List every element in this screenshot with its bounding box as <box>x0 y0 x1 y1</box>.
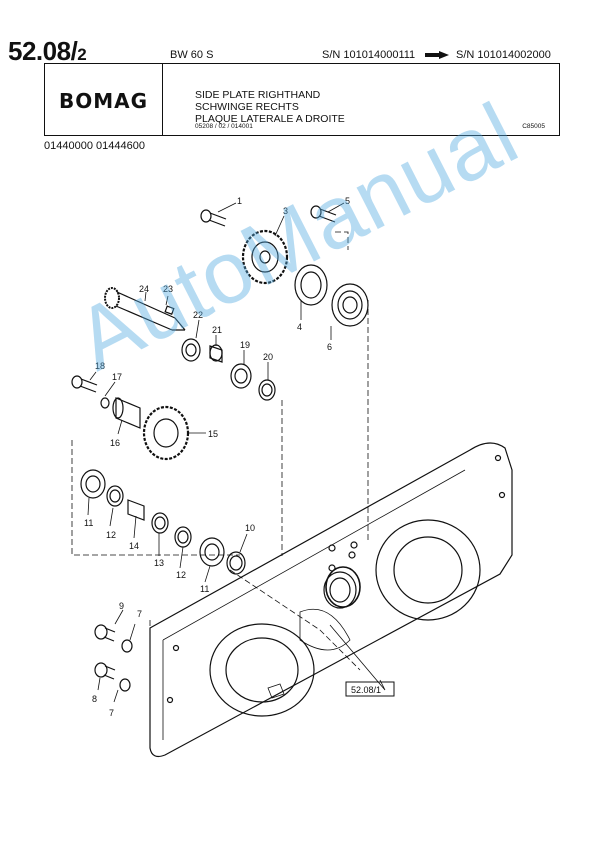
callout-13: 13 <box>154 558 164 568</box>
logo-cell: BOMAG <box>45 64 163 135</box>
callout-17: 17 <box>112 372 122 382</box>
page-number-main: 52.08/ <box>8 36 78 66</box>
callout-21: 21 <box>212 325 222 335</box>
callout-4: 4 <box>297 322 302 332</box>
serial-to: S/N 101014002000 <box>456 49 551 61</box>
callout-5: 5 <box>345 196 350 206</box>
callout-8: 8 <box>92 694 97 704</box>
drawing-reference: 05208 / 02 / 014001 <box>195 123 253 130</box>
page-number: 52.08/2 <box>8 36 87 67</box>
reference-box[interactable]: 52.08/1 <box>345 681 395 697</box>
callout-labels: 1 3 5 24 23 22 21 19 20 4 6 18 17 16 15 … <box>84 196 350 718</box>
page-number-sub: 2 <box>77 45 87 64</box>
title-block: BOMAG SIDE PLATE RIGHTHAND SCHWINGE RECH… <box>44 63 560 136</box>
callout-19: 19 <box>240 340 250 350</box>
callout-24: 24 <box>139 284 149 294</box>
callout-7b: 7 <box>109 708 114 718</box>
callout-14: 14 <box>129 541 139 551</box>
callout-22: 22 <box>193 310 203 320</box>
arrow-right-icon <box>425 51 449 59</box>
drawing-code: C85005 <box>522 123 545 130</box>
title-german: SCHWINGE RECHTS <box>195 101 299 113</box>
callout-18: 18 <box>95 361 105 371</box>
model-label: BW 60 S <box>170 49 214 61</box>
callout-10: 10 <box>245 523 255 533</box>
callout-3: 3 <box>283 206 288 216</box>
callout-15: 15 <box>208 429 218 439</box>
leader-lines <box>87 202 386 703</box>
callout-11a: 11 <box>84 518 93 528</box>
callout-16: 16 <box>110 438 120 448</box>
callout-9: 9 <box>119 601 124 611</box>
title-french: PLAQUE LATERALE A DROITE <box>195 113 345 125</box>
brand-logo: BOMAG <box>59 89 149 113</box>
callout-12a: 12 <box>106 530 116 540</box>
callout-7a: 7 <box>137 609 142 619</box>
callout-11b: 11 <box>200 584 209 594</box>
side-plate-drawing <box>149 442 513 758</box>
callout-6: 6 <box>327 342 332 352</box>
callout-1: 1 <box>237 196 242 206</box>
reference-box-label: 52.08/1 <box>351 685 381 695</box>
callout-20: 20 <box>263 352 273 362</box>
callout-12b: 12 <box>176 570 186 580</box>
components-drawing <box>71 205 369 692</box>
assembly-lines <box>71 231 369 720</box>
serial-from: S/N 101014000111 <box>322 49 416 61</box>
title-english: SIDE PLATE RIGHTHAND <box>195 89 321 101</box>
callout-23: 23 <box>163 284 173 294</box>
part-number-range: 01440000 01444600 <box>44 140 145 152</box>
